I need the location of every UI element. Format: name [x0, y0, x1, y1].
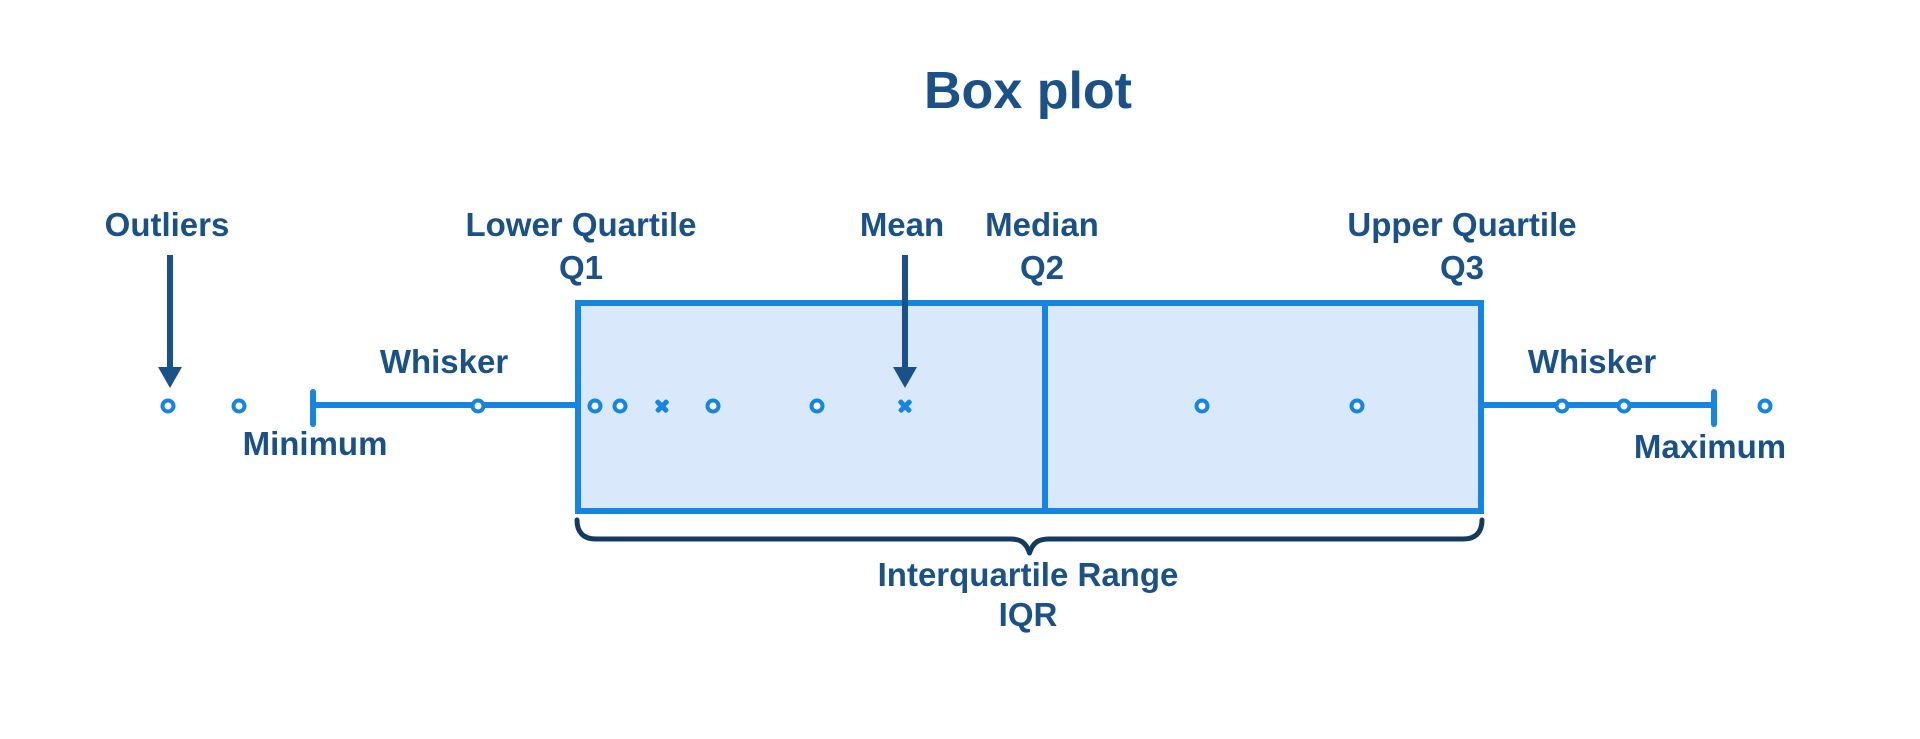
iqr-box [575, 300, 1484, 514]
whisker-point-circle-marker [1616, 398, 1632, 414]
box-point-circle-marker [612, 398, 628, 414]
iqr-brace-icon [574, 517, 1485, 556]
arrow-shaft [902, 255, 908, 370]
label-median: Median Q2 [985, 203, 1099, 289]
outliers-arrow-icon [158, 255, 182, 388]
whisker-right-line [1484, 402, 1714, 408]
label-iqr: Interquartile Range IQR [878, 555, 1179, 635]
label-lower-quartile: Lower Quartile Q1 [465, 203, 696, 289]
mean-arrow-icon [893, 255, 917, 388]
label-whisker-right: Whisker [1527, 343, 1657, 380]
label-upper-quartile-line2: Q3 [1439, 249, 1485, 286]
outlier-circle-marker [231, 398, 247, 414]
arrow-head [893, 367, 917, 388]
whisker-point-circle-marker [1554, 398, 1570, 414]
box-point-circle-marker [1194, 398, 1210, 414]
box-point-circle-marker [587, 398, 603, 414]
outlier-circle-marker [1757, 398, 1773, 414]
label-upper-quartile-line1: Upper Quartile [1347, 206, 1577, 243]
arrow-head [158, 367, 182, 388]
label-maximum: Maximum [1633, 428, 1787, 465]
label-minimum: Minimum [242, 425, 388, 462]
label-iqr-line1: Interquartile Range [877, 556, 1179, 593]
label-iqr-line2: IQR [998, 596, 1058, 633]
whisker-left-cap [310, 389, 316, 427]
label-lower-quartile-line2: Q1 [558, 249, 604, 286]
whisker-right-cap [1711, 389, 1717, 427]
label-lower-quartile-line1: Lower Quartile [465, 206, 697, 243]
label-mean: Mean [859, 206, 945, 243]
whisker-point-circle-marker [470, 398, 486, 414]
box-point-circle-marker [809, 398, 825, 414]
median-line [1042, 306, 1048, 508]
label-upper-quartile: Upper Quartile Q3 [1347, 203, 1576, 289]
whisker-left-line [313, 402, 575, 408]
box-point-circle-marker [705, 398, 721, 414]
box-point-x-marker [655, 399, 669, 413]
label-median-line1: Median [985, 206, 1099, 243]
mean-point-x-marker [898, 399, 912, 413]
box-point-circle-marker [1349, 398, 1365, 414]
outlier-circle-marker [160, 398, 176, 414]
page-title: Box plot [924, 62, 1132, 120]
arrow-shaft [167, 255, 173, 370]
label-median-line2: Q2 [1019, 249, 1065, 286]
label-whisker-left: Whisker [379, 343, 509, 380]
label-outliers: Outliers [104, 206, 230, 243]
